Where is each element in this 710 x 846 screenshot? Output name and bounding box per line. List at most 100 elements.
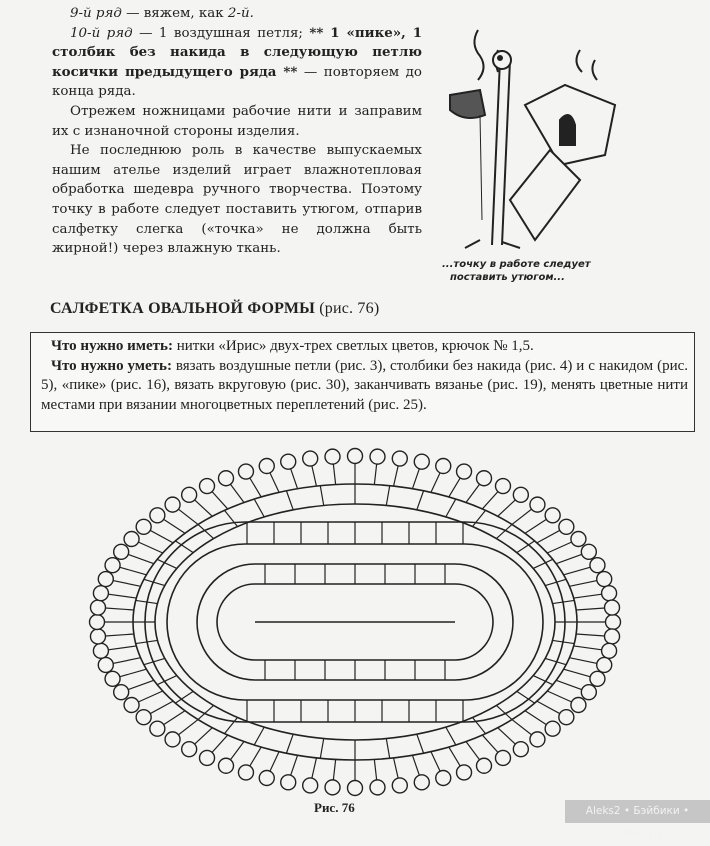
petal-picot	[164, 496, 181, 513]
requirements-box: Что нужно иметь: нитки «Ирис» двух-трех …	[30, 332, 695, 432]
body-text: 9-й ряд — вяжем, как 2-й. 10-й ряд — 1 в…	[52, 4, 422, 259]
oval-doily-diagram	[88, 447, 622, 797]
ring-cell-divider	[385, 738, 391, 759]
petal-picot	[600, 642, 618, 660]
petal-picot	[97, 570, 114, 588]
cartoon-illustration	[449, 29, 617, 249]
petal-picot	[529, 496, 546, 513]
petal-picot	[180, 740, 198, 758]
petal-picot	[580, 543, 598, 561]
ring-cell-divider	[285, 734, 294, 754]
petal-picot	[198, 477, 216, 495]
petal-picot	[544, 720, 561, 737]
row-text: — вяжем, как	[121, 6, 228, 21]
ring-cell-divider	[253, 498, 265, 518]
petal-picot	[596, 656, 613, 674]
ring-3-outer	[196, 563, 514, 681]
petal-picot	[435, 769, 452, 787]
petal-picot	[89, 628, 107, 645]
cartoon-caption: ...точку в работе следует поставить утюг…	[442, 258, 591, 284]
ring-cell-divider	[472, 717, 486, 735]
row-bold-text: ** 1 «пике», 1 столбик без накида в след…	[52, 24, 423, 80]
petal-picot	[237, 764, 255, 781]
petal-picot	[604, 613, 622, 631]
petal-picot	[600, 584, 618, 602]
requirements-skills-label: Что нужно уметь:	[51, 357, 172, 374]
petal-picot	[596, 570, 613, 588]
section-figure-ref: (рис. 76)	[319, 300, 380, 317]
ring-cell-divider	[319, 485, 325, 506]
petal-picot	[558, 709, 575, 726]
ring-cell-divider	[532, 558, 554, 569]
petal-picot	[149, 720, 166, 737]
petal-picot	[391, 450, 409, 467]
ring-cell-divider	[445, 726, 457, 746]
ring-cell-divider	[143, 657, 165, 666]
petal-picot	[494, 477, 512, 495]
petal-picot	[413, 453, 430, 470]
petal-picot	[544, 507, 561, 524]
petal-picot	[135, 709, 152, 726]
petal-picot	[301, 450, 319, 467]
ring-cell-divider	[496, 523, 513, 540]
ring-cell-divider	[496, 704, 513, 721]
ring-cell-divider	[143, 578, 165, 587]
ring-cell-divider	[545, 657, 567, 666]
ring-cell-divider	[197, 523, 214, 540]
petal-picot	[92, 642, 110, 660]
ring-cell-divider	[224, 717, 238, 735]
row-ref: 2-й.	[227, 6, 254, 21]
petal-picot	[149, 507, 166, 524]
ring-cell-divider	[253, 726, 265, 746]
petal-picot	[580, 683, 598, 701]
petal-picot	[217, 470, 235, 487]
cartoon-caption-line: поставить утюгом...	[450, 272, 565, 283]
petal-picot	[475, 757, 493, 774]
petal-picot	[112, 543, 130, 561]
ring-2-outer	[144, 521, 566, 723]
paragraph-ironing: Не последнюю роль в качестве выпускаемых…	[52, 143, 422, 257]
ring-cell-divider	[156, 675, 178, 686]
petal-picot	[123, 696, 140, 714]
petal-picot	[558, 518, 575, 535]
ring-cell-divider	[472, 509, 486, 527]
requirements-have-label: Что нужно иметь:	[51, 338, 173, 354]
petal-picot	[280, 453, 297, 470]
ring-cell-divider	[224, 509, 238, 527]
ring-cell-divider	[416, 490, 425, 510]
petal-picot	[369, 779, 386, 796]
row-9: 9-й ряд — вяжем, как 2-й.	[52, 4, 422, 24]
ring-2-inner	[166, 543, 544, 701]
ring-cell-divider	[319, 738, 325, 759]
petal-picot	[198, 749, 216, 767]
petal-picot	[258, 457, 275, 475]
petal-picot	[570, 696, 587, 714]
paragraph-cut-threads: Отрежем ножницами рабочие нити и заправи…	[52, 103, 422, 139]
petal-picot	[494, 749, 512, 767]
ring-cell-divider	[175, 690, 194, 704]
ring-cell-divider	[445, 498, 457, 518]
requirements-skills: Что нужно уметь: вязать воздушные петли …	[41, 357, 688, 416]
petal-picot	[603, 628, 621, 645]
petal-picot	[89, 599, 107, 616]
section-title: САЛФЕТКА ОВАЛЬНОЙ ФОРМЫ (рис. 76)	[50, 300, 379, 318]
petal-picot	[164, 731, 181, 748]
row-text: — 1 воздушная петля;	[132, 25, 310, 41]
petal-picot	[104, 557, 121, 574]
petal-picot	[92, 584, 110, 602]
petal-picot	[258, 769, 275, 787]
section-title-text: САЛФЕТКА ОВАЛЬНОЙ ФОРМЫ	[50, 300, 316, 317]
petal-picot	[88, 613, 106, 631]
ring-cell-divider	[545, 578, 567, 587]
petal-picot	[570, 530, 587, 548]
ring-cell-divider	[516, 540, 535, 554]
petal-picot	[512, 486, 530, 504]
petal-picot	[391, 777, 409, 794]
ring-cell-divider	[416, 734, 425, 754]
requirements-have-text: нитки «Ирис» двух-трех светлых цветов, к…	[172, 338, 534, 354]
petal-picot	[346, 779, 364, 797]
petal-picot	[603, 599, 621, 616]
ring-cell-divider	[532, 675, 554, 686]
row-label: 10-й ряд	[70, 25, 133, 41]
petal-picot	[97, 656, 114, 674]
